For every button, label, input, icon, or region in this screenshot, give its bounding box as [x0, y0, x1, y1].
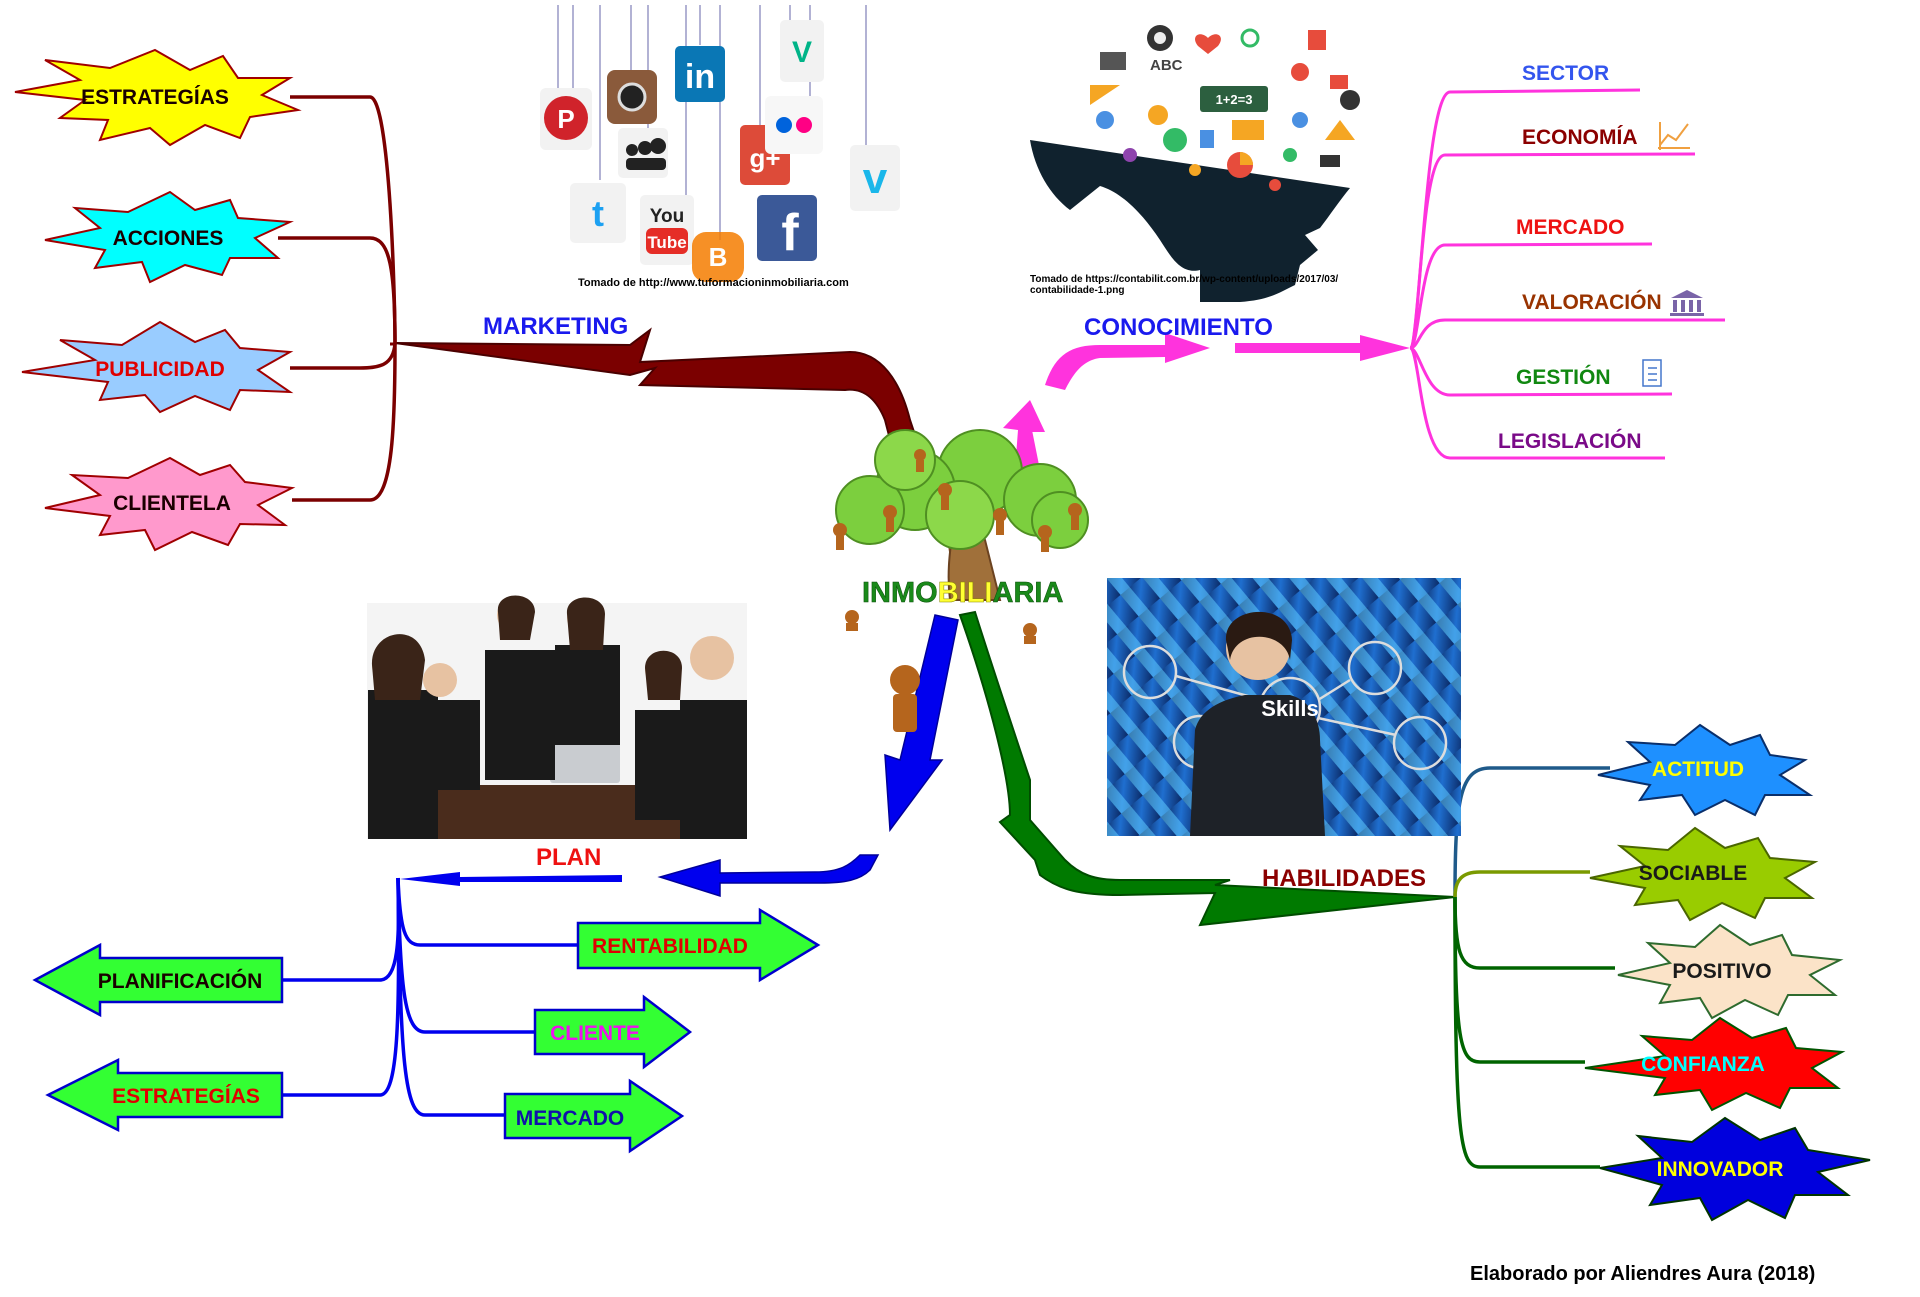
- myspace-icon: [618, 128, 668, 178]
- bank-icon: [1670, 290, 1704, 316]
- plan-item-rentabilidad[interactable]: RENTABILIDAD: [576, 907, 821, 983]
- conocimiento-item-gestion: GESTIÓN: [1516, 365, 1611, 389]
- marketing-image-credit: Tomado de http://www.tuformacioninmobili…: [578, 277, 849, 289]
- svg-text:Tube: Tube: [647, 233, 686, 252]
- central-title: INMOBILIARIA: [862, 577, 1063, 609]
- marketing-item-publicidad: PUBLICIDAD: [21, 320, 294, 414]
- habilidades-item-sociable: SOCIABLE: [1589, 826, 1819, 922]
- marketing-item-acciones: ACCIONES: [44, 190, 294, 284]
- blogger-icon: B: [692, 232, 744, 282]
- conocimiento-image-credit-1: Tomado de https://contabilit.com.br/wp-c…: [1030, 274, 1338, 285]
- central-tree-icon: [833, 429, 1089, 732]
- conocimiento-item-sector: SECTOR: [1522, 62, 1609, 85]
- svg-text:INNOVADOR: INNOVADOR: [1657, 1158, 1784, 1181]
- svg-text:RENTABILIDAD: RENTABILIDAD: [592, 935, 748, 958]
- conocimiento-item-economia: ECONOMÍA: [1522, 126, 1638, 149]
- plan-item-cliente[interactable]: CLIENTE: [533, 994, 693, 1070]
- svg-text:in: in: [685, 58, 715, 96]
- meeting-photo: [367, 595, 747, 839]
- habilidades-bracket: [1453, 766, 1615, 1169]
- conocimiento-right-arrow: [1235, 335, 1410, 361]
- plan-left-arrow: [657, 854, 880, 898]
- pinterest-icon: P: [540, 88, 592, 150]
- svg-text:CLIENTE: CLIENTE: [550, 1022, 640, 1045]
- svg-text:v: v: [863, 154, 888, 203]
- instagram-icon: [607, 70, 657, 124]
- svg-text:CLIENTELA: CLIENTELA: [113, 492, 231, 515]
- svg-text:CONFIANZA: CONFIANZA: [1641, 1053, 1765, 1076]
- svg-text:ESTRATEGÍAS: ESTRATEGÍAS: [112, 1085, 260, 1108]
- svg-text:B: B: [709, 242, 728, 272]
- footer-credit: Elaborado por Aliendres Aura (2018): [1470, 1263, 1815, 1285]
- conocimiento-item-valoracion: VALORACIÓN: [1522, 290, 1662, 314]
- svg-text:ABC: ABC: [1150, 57, 1183, 74]
- plan-label: PLAN: [536, 844, 601, 871]
- conocimiento-bracket: [1408, 88, 1725, 460]
- skills-photo: Skills: [1107, 578, 1461, 836]
- habilidades-item-confianza: CONFIANZA: [1584, 1016, 1846, 1112]
- svg-text:MERCADO: MERCADO: [516, 1107, 625, 1130]
- linkedin-icon: in: [675, 46, 725, 102]
- svg-text:POSITIVO: POSITIVO: [1672, 960, 1771, 983]
- vine-icon: V: [780, 20, 824, 82]
- svg-text:ACTITUD: ACTITUD: [1652, 758, 1744, 781]
- plan-line-arrow: [400, 872, 622, 886]
- habilidades-main-arrow: [958, 610, 1456, 927]
- vimeo-icon: v: [850, 145, 900, 211]
- skills-photo-text: Skills: [1261, 696, 1318, 721]
- conocimiento-curve-arrow: [1045, 333, 1210, 390]
- svg-text:t: t: [592, 193, 604, 234]
- habilidades-item-positivo: POSITIVO: [1617, 923, 1844, 1020]
- conocimiento-item-mercado: MERCADO: [1516, 216, 1625, 239]
- facebook-icon: f: [757, 195, 817, 262]
- knowledge-icons: ABC 1+2=3: [1090, 25, 1360, 191]
- marketing-item-estrategias: ESTRATEGÍAS: [14, 48, 302, 147]
- plan-down-arrow: [884, 614, 959, 833]
- svg-text:SOCIABLE: SOCIABLE: [1639, 862, 1748, 885]
- marketing-main-arrow: [394, 327, 932, 482]
- svg-text:PLANIFICACIÓN: PLANIFICACIÓN: [98, 969, 263, 993]
- twitter-icon: t: [570, 183, 626, 243]
- plan-item-estrategias[interactable]: ESTRATEGÍAS: [45, 1057, 284, 1133]
- habilidades-label: HABILIDADES: [1262, 865, 1426, 892]
- marketing-bracket: [278, 95, 397, 502]
- svg-text:f: f: [781, 204, 799, 262]
- plan-bracket: [282, 877, 578, 1117]
- chart-trend-icon: [1658, 122, 1690, 150]
- conocimiento-image-credit-2: contabilidade-1.png: [1030, 285, 1124, 296]
- marketing-item-clientela: CLIENTELA: [44, 456, 296, 552]
- plan-item-planificacion[interactable]: PLANIFICACIÓN: [32, 942, 284, 1018]
- svg-text:P: P: [557, 104, 574, 134]
- svg-text:You: You: [650, 206, 684, 227]
- conocimiento-item-legislacion: LEGISLACIÓN: [1498, 429, 1642, 453]
- marketing-label: MARKETING: [483, 313, 628, 340]
- svg-text:ACCIONES: ACCIONES: [113, 227, 224, 250]
- svg-text:PUBLICIDAD: PUBLICIDAD: [95, 358, 225, 381]
- checklist-icon: [1642, 359, 1662, 387]
- flickr-icon: [765, 96, 823, 154]
- knowledge-head-image: ABC 1+2=3 Tomado de https://con: [1030, 25, 1360, 302]
- svg-text:V: V: [792, 36, 812, 69]
- conocimiento-label: CONOCIMIENTO: [1084, 314, 1273, 341]
- svg-text:1+2=3: 1+2=3: [1216, 92, 1253, 107]
- plan-item-mercado[interactable]: MERCADO: [503, 1078, 685, 1154]
- svg-text:ESTRATEGÍAS: ESTRATEGÍAS: [81, 86, 229, 109]
- habilidades-item-actitud: ACTITUD: [1597, 723, 1814, 817]
- habilidades-item-innovador: INNOVADOR: [1599, 1116, 1871, 1222]
